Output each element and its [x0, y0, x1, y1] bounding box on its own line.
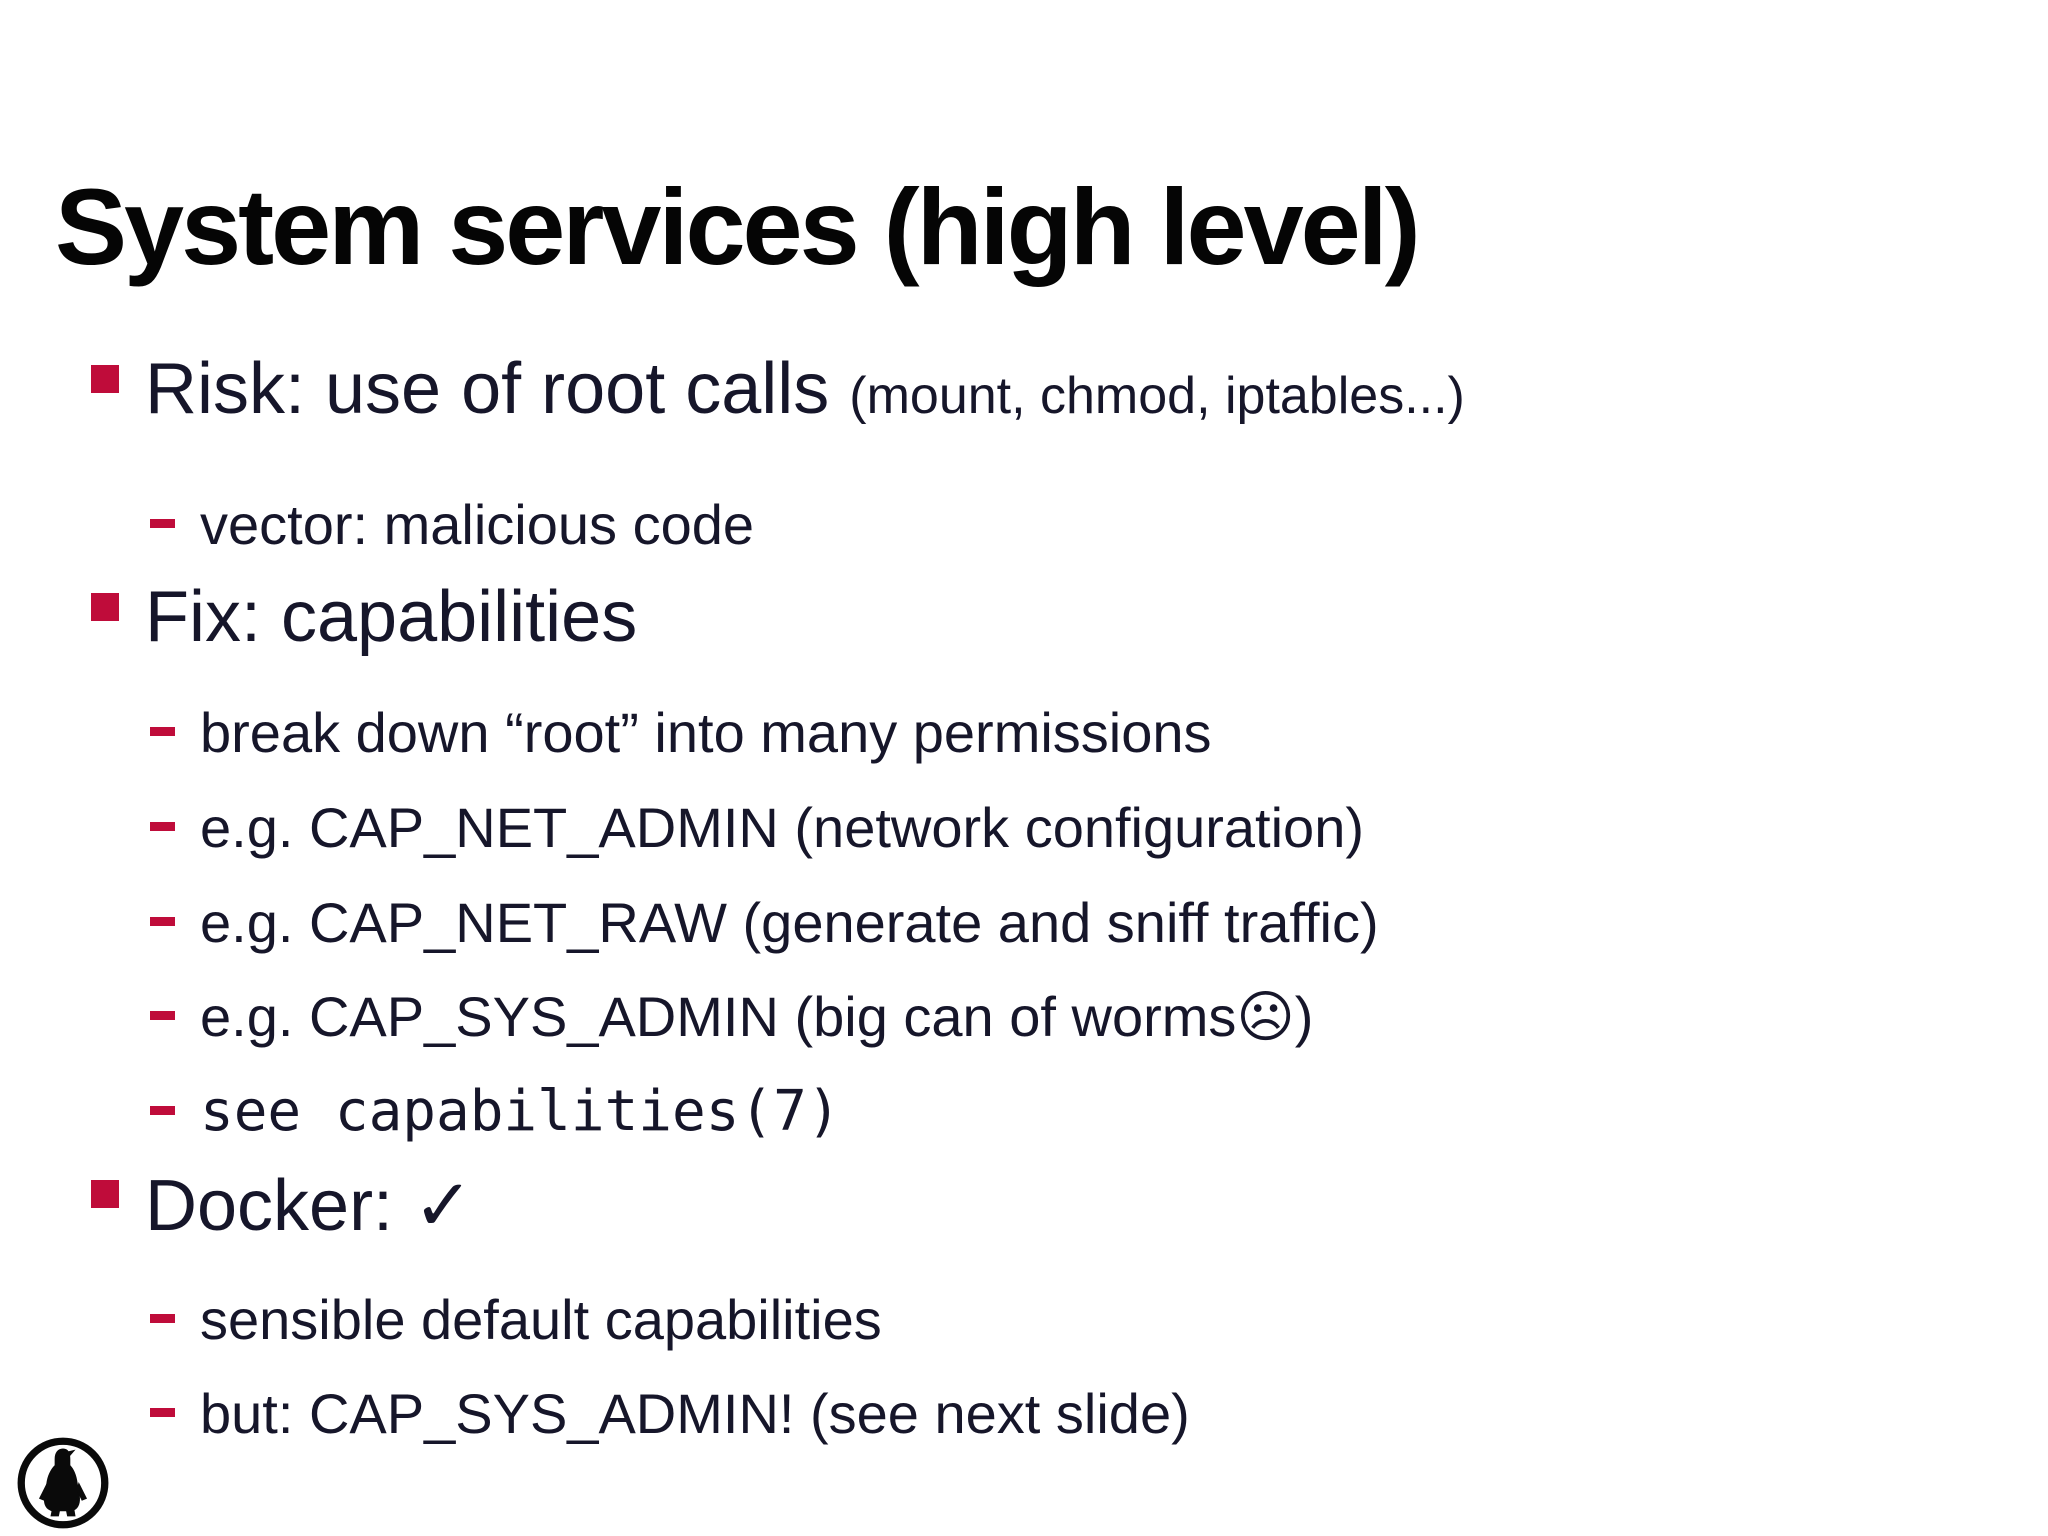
penguin-icon [17, 1437, 109, 1529]
dash-bullet-icon [150, 727, 175, 736]
sub-bullet-text: e.g. CAP_NET_RAW (generate and sniff tra… [200, 891, 1379, 954]
sub-bullet-text: e.g. CAP_NET_ADMIN (network configuratio… [200, 796, 1364, 859]
bullet-text: Risk: use of root calls [145, 349, 830, 429]
sub-bullet-item: e.g. CAP_SYS_ADMIN (big can of worms☹) [0, 984, 2048, 1050]
bullet-item-docker: Docker: ✓ [0, 1163, 2048, 1247]
bullet-text: Fix: capabilities [145, 577, 638, 657]
sub-bullet-item: vector: malicious code [0, 492, 2048, 557]
sub-bullet-item: see capabilities(7) [0, 1079, 2048, 1144]
bullet-note: (mount, chmod, iptables...) [849, 367, 1465, 425]
slide-title: System services (high level) [55, 166, 1421, 288]
square-bullet-icon [91, 365, 119, 393]
square-bullet-icon [91, 593, 119, 621]
dash-bullet-icon [150, 1408, 175, 1417]
sub-bullet-text: break down “root” into many permissions [200, 701, 1212, 764]
dash-bullet-icon [150, 1314, 175, 1323]
bullet-item-fix: Fix: capabilities [0, 576, 2048, 658]
dash-bullet-icon [150, 519, 175, 528]
dash-bullet-icon [150, 917, 175, 926]
sub-bullet-text-mono: see capabilities(7) [200, 1079, 841, 1144]
bullet-text: Docker: ✓ [145, 1166, 474, 1246]
sub-bullet-item: break down “root” into many permissions [0, 700, 2048, 765]
sub-bullet-item: but: CAP_SYS_ADMIN! (see next slide) [0, 1381, 2048, 1446]
bullet-item-risk: Risk: use of root calls (mount, chmod, i… [0, 348, 2048, 430]
sub-bullet-text: sensible default capabilities [200, 1288, 882, 1351]
penguin-logo [16, 1436, 110, 1530]
sub-bullet-text: e.g. CAP_SYS_ADMIN (big can of worms☹) [200, 985, 1314, 1048]
square-bullet-icon [91, 1180, 119, 1208]
dash-bullet-icon [150, 1011, 175, 1020]
sub-bullet-item: sensible default capabilities [0, 1287, 2048, 1352]
sub-bullet-item: e.g. CAP_NET_RAW (generate and sniff tra… [0, 890, 2048, 955]
dash-bullet-icon [150, 822, 175, 831]
sub-bullet-item: e.g. CAP_NET_ADMIN (network configuratio… [0, 795, 2048, 860]
sub-bullet-text: but: CAP_SYS_ADMIN! (see next slide) [200, 1382, 1190, 1445]
sub-bullet-text: vector: malicious code [200, 493, 755, 556]
dash-bullet-icon [150, 1106, 175, 1115]
